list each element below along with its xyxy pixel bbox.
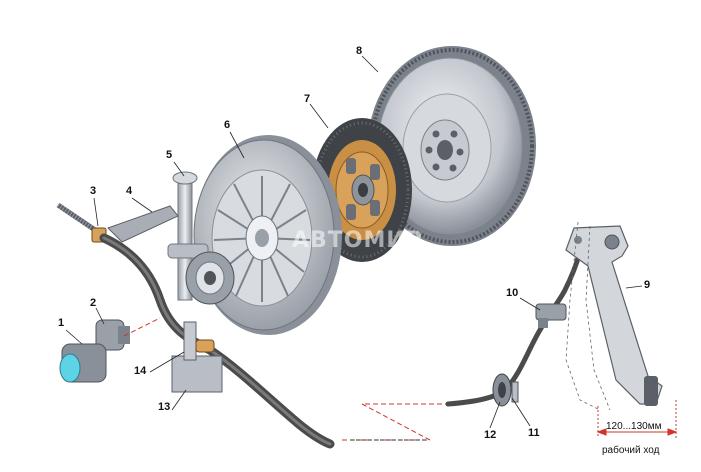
dimension-caption: рабочий ход bbox=[602, 445, 660, 456]
pressure-plate bbox=[193, 135, 342, 335]
callout-3: 3 bbox=[90, 185, 97, 197]
cable-support bbox=[171, 321, 223, 393]
cable-threaded-end bbox=[56, 202, 107, 243]
pedal-ghost-outline bbox=[565, 221, 611, 411]
callout-8: 8 bbox=[356, 45, 363, 57]
leader-lines bbox=[65, 55, 643, 429]
travel-dimension bbox=[596, 400, 678, 438]
clutch-pedal bbox=[565, 225, 663, 406]
callout-4: 4 bbox=[126, 185, 133, 197]
pedal-adjuster bbox=[535, 303, 567, 328]
callout-6: 6 bbox=[224, 119, 231, 131]
release-bearing bbox=[185, 251, 235, 305]
callout-2: 2 bbox=[90, 297, 97, 309]
cable-grommet bbox=[492, 373, 519, 407]
callout-11: 11 bbox=[528, 427, 540, 439]
callout-7: 7 bbox=[304, 93, 311, 105]
callout-5: 5 bbox=[166, 149, 173, 161]
cable-sleeve bbox=[195, 339, 215, 353]
callout-14: 14 bbox=[134, 365, 147, 377]
dimension-range: 120...130мм bbox=[606, 421, 662, 432]
callout-13: 13 bbox=[158, 401, 171, 413]
cylinder-part bbox=[95, 319, 130, 351]
cable-bracket bbox=[107, 205, 179, 243]
continuation-lines bbox=[123, 317, 446, 441]
callout-10: 10 bbox=[506, 287, 519, 299]
clutch-fork-shaft bbox=[167, 171, 209, 301]
clutch-cable bbox=[99, 233, 585, 449]
blue-cap bbox=[59, 343, 107, 383]
callout-9: 9 bbox=[644, 279, 651, 291]
callout-1: 1 bbox=[58, 317, 65, 329]
callout-12: 12 bbox=[484, 429, 497, 441]
watermark: АВТОМИР bbox=[292, 228, 423, 253]
